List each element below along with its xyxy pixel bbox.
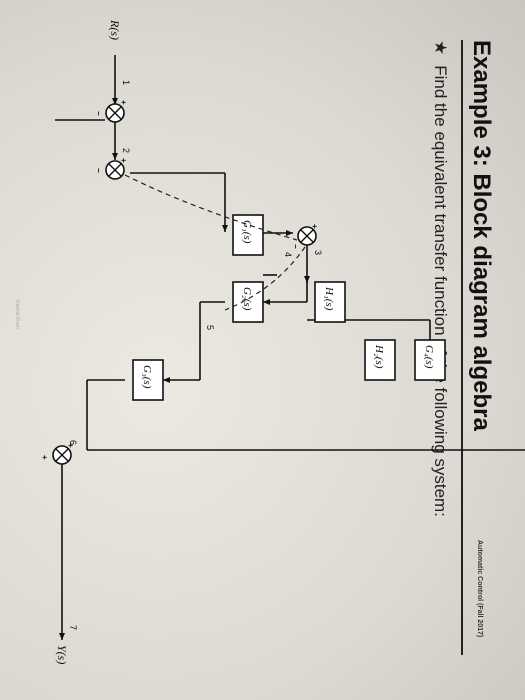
block-g2 <box>232 281 264 323</box>
sign-s1-minus: − <box>94 111 103 116</box>
block-g3-label: G₃(s) <box>141 365 153 389</box>
point-4: 4 <box>283 252 293 257</box>
point-1: 1 <box>121 80 131 85</box>
block-g4 <box>414 339 446 381</box>
point-6: 6 <box>68 440 78 445</box>
sign-s1-plus: + <box>119 100 128 105</box>
input-label: R(s) <box>108 19 122 40</box>
dashed-arc-2 <box>224 246 306 311</box>
point-5: 5 <box>205 325 215 330</box>
dashed-arc-1 <box>124 174 298 241</box>
block-h1-label: H₁(s) <box>323 286 335 311</box>
sum-junction-4 <box>52 445 72 465</box>
sum-junction-3 <box>297 226 317 246</box>
sign-s4-plus: + <box>66 443 75 448</box>
sign-s3-plus: + <box>310 224 319 229</box>
block-h2 <box>364 339 396 381</box>
point-3: 3 <box>313 250 323 255</box>
sign-s2-plus: + <box>119 158 128 163</box>
block-g1 <box>232 214 264 256</box>
sign-s3-minus: − <box>291 244 300 249</box>
point-7: 7 <box>68 625 78 630</box>
sum-junction-1 <box>105 103 125 123</box>
point-2: 2 <box>121 148 131 153</box>
block-h2-label: H₂(s) <box>373 344 385 369</box>
block-g4-label: G₄(s) <box>423 345 435 369</box>
sign-s4-plus-2: + <box>40 455 49 460</box>
sum-junction-2 <box>105 160 125 180</box>
block-g2-label: G₂(s) <box>241 287 253 311</box>
output-label: Y(s) <box>55 645 69 664</box>
block-h1 <box>314 281 346 323</box>
sign-s2-minus: − <box>94 168 103 173</box>
block-g3 <box>132 359 164 401</box>
